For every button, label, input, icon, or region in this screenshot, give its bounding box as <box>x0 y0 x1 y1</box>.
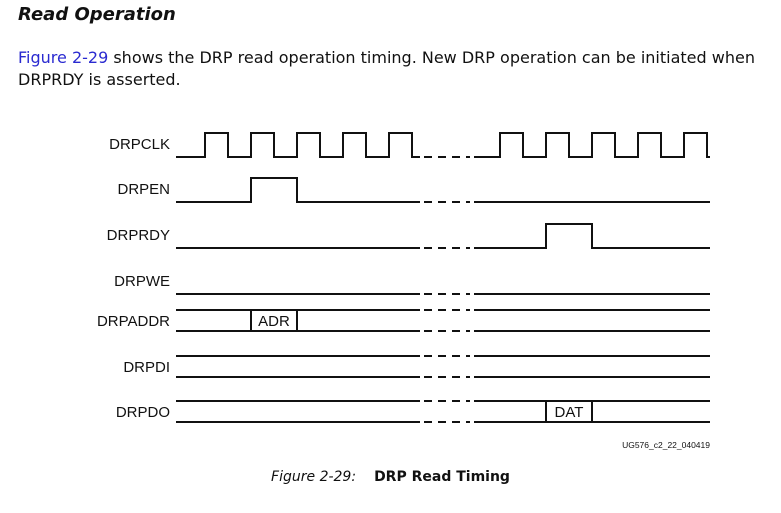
signal-label-drpdi: DRPDI <box>123 359 170 376</box>
drp-read-timing-diagram: DRPCLK DRPEN DRPRDY DRPWE DRPADDR ADR DRPDI DRP… <box>0 120 781 460</box>
intro-text: shows the DRP read operation timing. New… <box>18 48 755 89</box>
figure-number: Figure 2-29: <box>271 469 357 485</box>
clock-waveform-segment <box>474 132 710 158</box>
clock-waveform-segment <box>176 132 420 158</box>
pulse-drpen <box>176 177 420 203</box>
signal-label-drpclk: DRPCLK <box>109 136 170 153</box>
signal-label-drpen: DRPEN <box>117 181 170 198</box>
figure-code-label: UG576_c2_22_040419 <box>622 440 710 450</box>
figure-title: DRP Read Timing <box>374 469 510 485</box>
pulse-drprdy <box>474 223 710 249</box>
signal-label-drprdy: DRPRDY <box>107 227 170 244</box>
timing-diagram-svg: DRPCLK DRPEN DRPRDY DRPWE DRPADDR ADR DRPDI DRP… <box>97 132 710 450</box>
signal-label-drpdo: DRPDO <box>116 404 170 421</box>
bus-value-drpdo-label: DAT <box>555 404 584 421</box>
figure-cross-reference-link[interactable]: Figure 2-29 <box>18 48 109 67</box>
signal-label-drpwe: DRPWE <box>114 273 170 290</box>
signal-label-drpaddr: DRPADDR <box>97 313 170 330</box>
bus-value-drpaddr-label: ADR <box>258 313 290 330</box>
figure-caption: Figure 2-29: DRP Read Timing <box>0 469 781 485</box>
intro-paragraph: Figure 2-29 shows the DRP read operation… <box>18 47 778 91</box>
section-heading: Read Operation <box>18 4 176 25</box>
